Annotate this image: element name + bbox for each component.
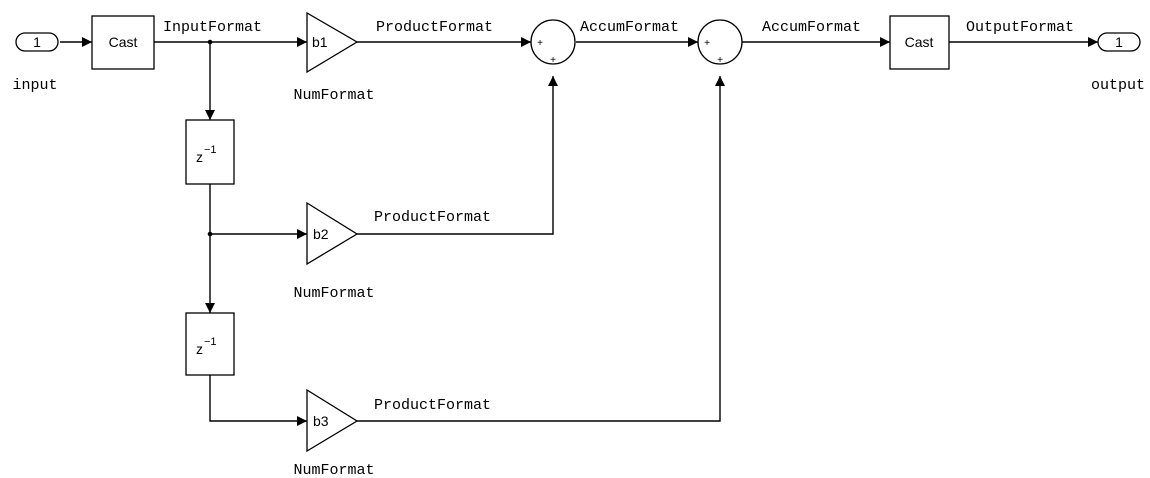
signal-label-product-format-3: ProductFormat bbox=[374, 397, 491, 414]
gain-b1-label: b1 bbox=[312, 34, 328, 50]
unit-delay-2-exponent: −1 bbox=[204, 336, 217, 348]
sum-1-sign-left: + bbox=[537, 38, 543, 49]
gain-b1-shape[interactable] bbox=[306, 11, 359, 74]
inport-shape[interactable] bbox=[15, 32, 59, 52]
sum-1-block[interactable]: + + bbox=[530, 19, 576, 66]
cast-input-label: Cast bbox=[109, 34, 138, 50]
cast-output-shape[interactable] bbox=[889, 15, 950, 70]
sum-2-shape[interactable] bbox=[697, 19, 743, 65]
sum-1-shape[interactable] bbox=[530, 19, 576, 65]
cast-input-shape[interactable] bbox=[91, 15, 155, 70]
cast-output-block[interactable]: Cast bbox=[889, 15, 950, 70]
cast-output-label: Cast bbox=[905, 34, 934, 50]
gain-b2-label: b2 bbox=[313, 226, 329, 242]
gain-b2-shape[interactable] bbox=[306, 201, 359, 266]
sum-2-sign-left: + bbox=[704, 38, 710, 49]
signal-label-product-format-1: ProductFormat bbox=[376, 19, 493, 36]
inport-block[interactable]: 1 bbox=[15, 32, 59, 52]
wire-to-b3 bbox=[209, 375, 307, 426]
branch-point-2 bbox=[207, 231, 213, 237]
unit-delay-1-exponent: −1 bbox=[204, 144, 217, 156]
unit-delay-1-block[interactable]: z −1 bbox=[185, 119, 235, 185]
outport-shape[interactable] bbox=[1097, 32, 1141, 52]
gain-b3-block[interactable]: b3 bbox=[306, 388, 359, 453]
unit-delay-1-shape[interactable] bbox=[185, 119, 235, 185]
signal-label-accum-format-2: AccumFormat bbox=[762, 19, 861, 36]
outport-label: output bbox=[1091, 77, 1145, 94]
inport-label: input bbox=[12, 77, 57, 94]
unit-delay-2-block[interactable]: z −1 bbox=[185, 312, 235, 376]
signal-label-output-format: OutputFormat bbox=[966, 19, 1074, 36]
signal-label-product-format-2: ProductFormat bbox=[374, 209, 491, 226]
sum-1-sign-bottom: + bbox=[550, 55, 556, 66]
gain-b1-block[interactable]: b1 bbox=[306, 11, 359, 74]
outport-block[interactable]: 1 bbox=[1097, 32, 1141, 52]
unit-delay-2-z: z bbox=[196, 341, 203, 357]
cast-input-block[interactable]: Cast bbox=[91, 15, 155, 70]
sum-2-block[interactable]: + + bbox=[697, 19, 743, 66]
sum-2-sign-bottom: + bbox=[717, 55, 723, 66]
outport-number: 1 bbox=[1115, 34, 1123, 50]
signal-label-input-format: InputFormat bbox=[163, 19, 262, 36]
unit-delay-2-shape[interactable] bbox=[185, 312, 235, 376]
inport-number: 1 bbox=[33, 34, 41, 50]
branch-point-1 bbox=[207, 39, 213, 45]
gain-b3-shape[interactable] bbox=[306, 388, 359, 453]
unit-delay-1-z: z bbox=[196, 149, 203, 165]
wire-b3-to-sum2 bbox=[357, 76, 725, 422]
gain-b3-label: b3 bbox=[313, 413, 329, 429]
gain-b2-format-label: NumFormat bbox=[293, 285, 374, 302]
gain-b3-format-label: NumFormat bbox=[293, 462, 374, 478]
signal-lines bbox=[60, 37, 1098, 426]
wire-b2-to-sum1 bbox=[357, 76, 558, 235]
gain-b2-block[interactable]: b2 bbox=[306, 201, 359, 266]
gain-b1-format-label: NumFormat bbox=[293, 87, 374, 104]
signal-label-accum-format-1: AccumFormat bbox=[580, 19, 679, 36]
